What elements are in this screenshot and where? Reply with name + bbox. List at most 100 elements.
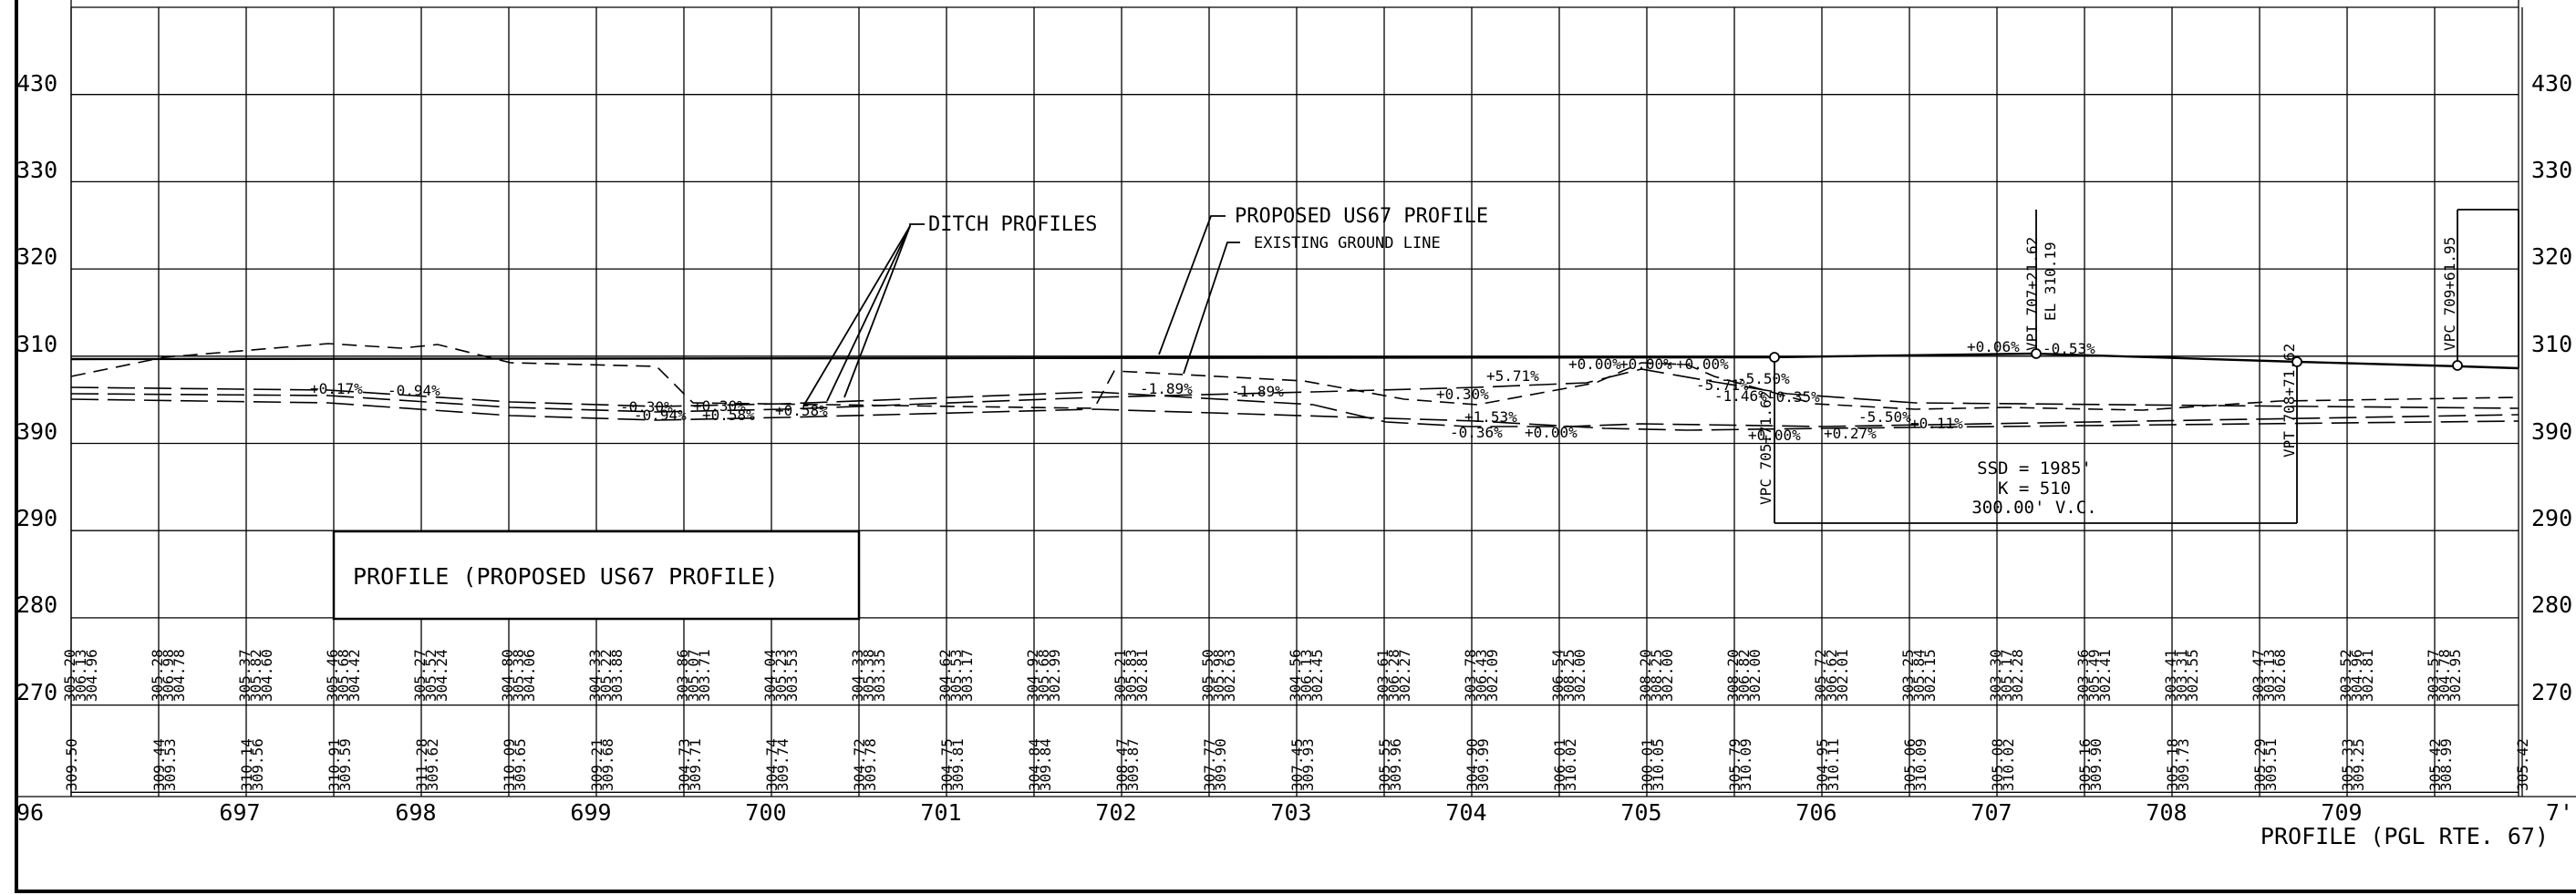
grade-label: +0.00% — [1619, 355, 1672, 373]
elevation-value: 303.47 — [2250, 649, 2267, 702]
station-elevation-value: 305.79 — [1726, 738, 1743, 791]
elevation-value: 302.27 — [1396, 649, 1413, 702]
elevation-value: 305.23 — [772, 649, 790, 702]
grade-label: +0.00% — [1568, 355, 1621, 373]
elevation-value: 308.20 — [1724, 649, 1742, 702]
elevation-value: 308.20 — [1637, 649, 1654, 702]
station-elevation-value: 310.11 — [1825, 738, 1842, 791]
elevation-value: 305.37 — [236, 649, 253, 702]
station-label: 707 — [1971, 799, 2012, 826]
station-label: 705 — [1620, 799, 1661, 826]
station-elevation-value: 311.28 — [413, 738, 430, 791]
elevation-value: 302.01 — [1834, 649, 1851, 702]
elevation-value: 304.33 — [849, 649, 866, 702]
elevation-value: 304.78 — [171, 649, 188, 702]
elevation-value: 303.31 — [2173, 649, 2190, 702]
elevation-value: 303.61 — [1374, 649, 1391, 702]
station-elevation-value: 310.09 — [501, 738, 518, 791]
existing-ground-line — [70, 343, 2519, 411]
station-elevation-value: 304.73 — [676, 738, 693, 791]
elevation-value: 302.55 — [2184, 649, 2201, 702]
elev-label: 280 — [16, 592, 57, 618]
elevation-value: 303.52 — [2337, 649, 2354, 702]
grade-label: -0.30% — [620, 398, 673, 416]
station-elevation-value: 309.21 — [588, 738, 605, 791]
elevation-value: 305.49 — [2085, 649, 2103, 702]
elevation-value: 302.63 — [1221, 649, 1238, 702]
station-elevation-value: 309.65 — [512, 738, 529, 791]
elev-label: 310 — [2531, 331, 2572, 357]
station-label: 96 — [16, 799, 44, 826]
grade-label: +0.27% — [1824, 425, 1877, 442]
station-elevation-value: 307.45 — [1288, 738, 1306, 791]
elevation-labels-left: 430 330 320 310 390 290 280 270 — [16, 70, 57, 705]
callout-proposed-profile: PROPOSED US67 PROFILE — [1235, 205, 1488, 228]
station-elevation-value: 309.96 — [1387, 738, 1404, 791]
elevation-value: 302.28 — [2009, 649, 2026, 702]
station-elevation-value: 309.56 — [249, 738, 266, 791]
grade-label: -0.35% — [1767, 388, 1820, 406]
elev-label: 270 — [16, 679, 57, 705]
station-elevation-value: 310.02 — [2000, 738, 2017, 791]
vpc-point — [1769, 352, 1780, 363]
elevation-value: 305.84 — [1910, 649, 1928, 702]
elev-label: 330 — [2531, 157, 2572, 183]
station-elevation-value: 309.50 — [63, 738, 80, 791]
elevation-value: 304.42 — [346, 649, 363, 702]
profile-box-frame — [332, 530, 861, 621]
elevation-value: 304.56 — [1287, 649, 1304, 702]
station-label: 709 — [2321, 799, 2362, 826]
station-label: 708 — [2146, 799, 2187, 826]
elev-label: 390 — [16, 418, 57, 445]
elevation-value: 306.28 — [1385, 649, 1402, 702]
elevation-value: 303.36 — [2074, 649, 2092, 702]
elevation-value: 302.68 — [2271, 649, 2289, 702]
elevation-value: 306.13 — [1298, 649, 1315, 702]
elevation-value: 304.92 — [1024, 649, 1041, 702]
station-elevation-value: 309.71 — [687, 738, 704, 791]
station-elevation-value: 305.06 — [1901, 738, 1919, 791]
station-elevation-value: 309.53 — [161, 738, 179, 791]
sheet-frame — [15, 0, 2576, 893]
elevation-value: 305.46 — [324, 649, 341, 702]
elevation-value: 305.68 — [335, 649, 352, 702]
station-elevation-value: 310.09 — [1912, 738, 1929, 791]
station-elevation-value: 307.77 — [1201, 738, 1218, 791]
elevation-value: 302.45 — [1309, 649, 1326, 702]
elevation-value: 305.83 — [1122, 649, 1140, 702]
elevation-value: 305.38 — [860, 649, 877, 702]
station-elevation-value: 308.99 — [2437, 738, 2455, 791]
elev-label: 320 — [16, 243, 57, 270]
station-elevation-value: 309.62 — [424, 738, 441, 791]
station-elevation-value: 308.47 — [1113, 738, 1131, 791]
station-elevation-value: 310.14 — [238, 738, 255, 791]
profile-box-label: PROFILE (PROPOSED US67 PROFILE) — [353, 563, 779, 590]
k-value-label: K = 510 — [1998, 478, 2071, 499]
elevation-value: 302.00 — [1659, 649, 1676, 702]
elevation-value: 302.00 — [1571, 649, 1588, 702]
station-elevation-value: 304.84 — [1026, 738, 1043, 791]
station-label: 706 — [1795, 799, 1836, 826]
elevation-value: 306.82 — [1735, 649, 1753, 702]
elevation-value: 303.41 — [2162, 649, 2179, 702]
elevation-value: 303.71 — [696, 649, 713, 702]
ditch-profile-line — [70, 386, 2519, 427]
callout-ditch-profiles: DITCH PROFILES — [928, 213, 1097, 236]
elevation-value: 304.96 — [83, 649, 100, 702]
station-elevation-value: 309.87 — [1124, 738, 1142, 791]
grade-label: -1.89% — [1140, 380, 1193, 397]
elev-label: 330 — [16, 157, 57, 183]
grade-label: +0.00% — [1676, 355, 1729, 373]
elevation-value: 304.33 — [586, 649, 604, 702]
grade-label: +0.58% — [702, 406, 755, 424]
grade-label: +1.53% — [1464, 408, 1517, 426]
grade-label: +0.30% — [1436, 386, 1489, 403]
elevation-value: 302.95 — [2447, 649, 2464, 702]
elevation-value: 303.35 — [871, 649, 888, 702]
callout-existing-ground: EXISTING GROUND LINE — [1254, 234, 1441, 252]
station-elevation-value: 309.84 — [1037, 738, 1054, 791]
station-elevation-value: 309.51 — [2262, 738, 2280, 791]
elev-label: 290 — [16, 505, 57, 531]
vpc-label: VPC 709+61.95 — [2441, 237, 2458, 351]
